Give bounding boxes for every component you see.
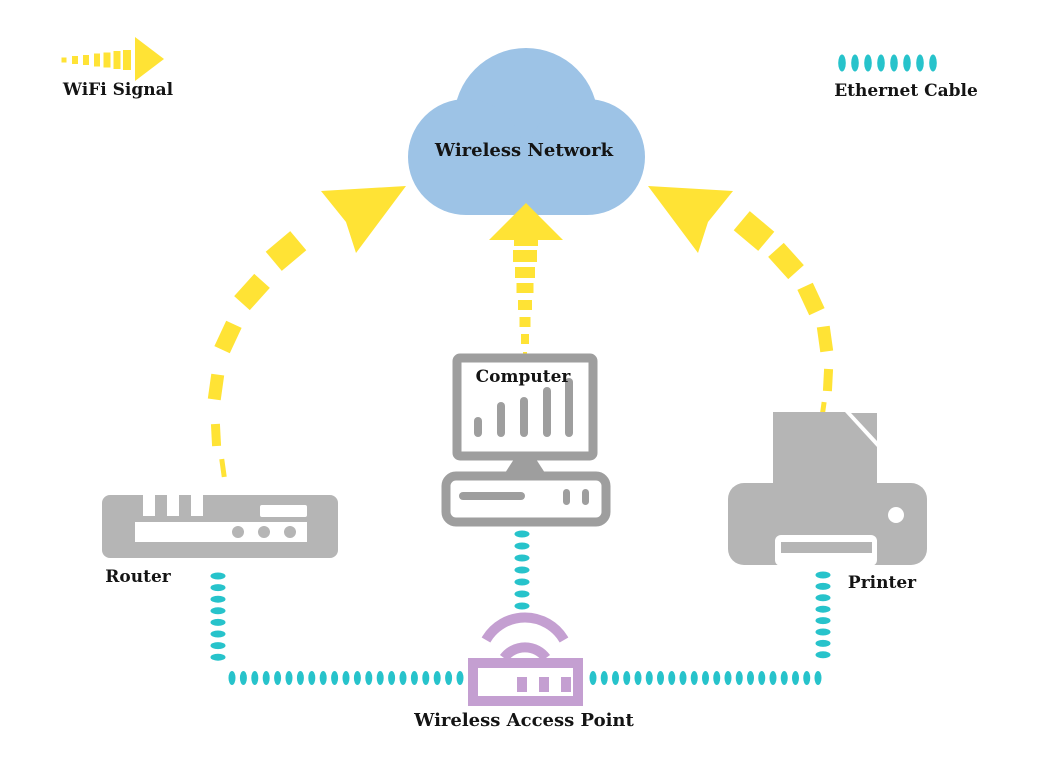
wireless-access-point-icon [468, 612, 583, 706]
wifi-arrow-printer-to-cloud [648, 186, 834, 419]
wifi-arrow-computer-to-cloud [489, 203, 563, 362]
cloud-icon [408, 48, 645, 215]
access-point-label: Wireless Access Point [414, 710, 634, 731]
wifi-legend-label: WiFi Signal [62, 80, 174, 100]
router-label: Router [105, 567, 171, 587]
printer-icon [728, 412, 927, 566]
ethernet-line-printer-vertical [815, 571, 831, 659]
computer-icon [441, 353, 611, 527]
ethernet-line-computer-vertical [514, 530, 530, 610]
ethernet-line-router-horizontal [228, 671, 464, 685]
wifi-arc-outer [481, 612, 569, 643]
computer-label: Computer [475, 367, 571, 387]
printer-paper [773, 412, 877, 483]
ethernet-cable-dots-icon [838, 54, 937, 72]
printer-label: Printer [847, 573, 917, 593]
router-icon [102, 495, 338, 558]
printer-paper-fold [851, 413, 877, 441]
ethernet-legend-label: Ethernet Cable [834, 81, 978, 101]
wifi-arc-inner [499, 642, 551, 662]
cloud-label: Wireless Network [434, 140, 614, 161]
wifi-signal-arrow-icon [61, 37, 164, 81]
ethernet-line-printer-horizontal [589, 671, 822, 685]
wifi-arrow-router-to-cloud [207, 186, 406, 478]
ethernet-line-router-vertical [210, 572, 226, 661]
